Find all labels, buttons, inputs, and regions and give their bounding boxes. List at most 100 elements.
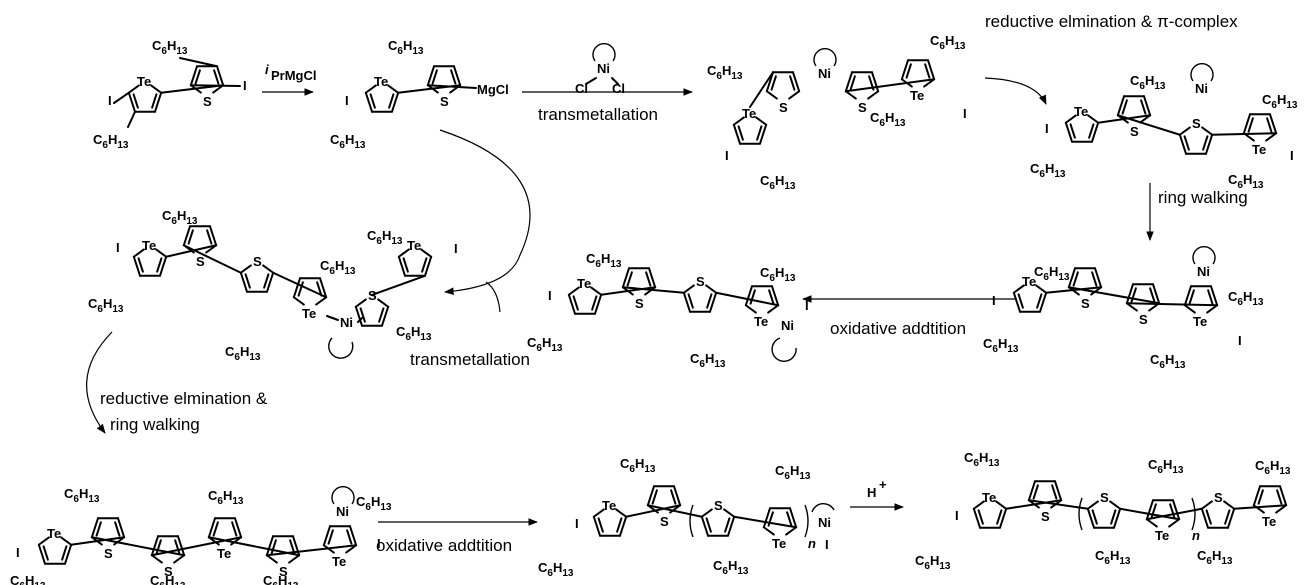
hexyl-label: C6H13 xyxy=(690,351,726,370)
ligand-arc xyxy=(331,485,355,505)
bond xyxy=(905,63,912,79)
bond xyxy=(326,315,339,321)
bond xyxy=(158,255,168,277)
bond xyxy=(37,536,50,546)
oxadd-ni: Ni xyxy=(781,318,794,333)
bond xyxy=(114,521,121,537)
hexyl-label: C6H13 xyxy=(1034,264,1070,283)
s-atom: S xyxy=(253,254,262,269)
bond xyxy=(1119,507,1181,521)
bond xyxy=(1112,507,1122,529)
bond xyxy=(1125,302,1219,307)
iodine-atom: I xyxy=(243,78,247,93)
bond xyxy=(1151,283,1161,305)
bond xyxy=(1109,500,1122,510)
polymer-ni: Ni xyxy=(818,515,831,530)
te-atom: Te xyxy=(772,536,786,551)
te-atom: Te xyxy=(602,498,616,513)
reductive-ring-label-1: reductive elmination & xyxy=(100,389,268,408)
bond xyxy=(625,504,682,518)
bond xyxy=(70,536,126,546)
s-atom: S xyxy=(104,546,113,561)
bond xyxy=(90,517,100,539)
bond xyxy=(187,229,194,245)
bond xyxy=(1200,500,1213,510)
bond xyxy=(165,244,218,258)
bond xyxy=(1125,302,1138,312)
bond xyxy=(870,71,880,93)
te-atom: Te xyxy=(1262,514,1276,529)
bond xyxy=(768,289,775,305)
bond xyxy=(113,91,130,104)
bond xyxy=(127,91,137,113)
s-atom: S xyxy=(196,254,205,269)
bond xyxy=(292,296,305,306)
bond xyxy=(791,71,801,93)
bond xyxy=(1145,518,1158,528)
bond xyxy=(762,526,775,536)
bond xyxy=(1027,480,1037,502)
bond xyxy=(207,517,217,539)
hexyl-label: C6H13 xyxy=(964,450,1000,469)
bond xyxy=(292,277,302,299)
bond xyxy=(733,515,798,529)
hexyl-label: C6H13 xyxy=(150,573,186,585)
catalyst-ni: Ni xyxy=(597,61,610,76)
arrow-labels: i PrMgCl transmetallation reductive elmi… xyxy=(100,12,1248,555)
bond xyxy=(1201,126,1214,136)
bond xyxy=(1183,304,1196,314)
bond xyxy=(1247,117,1254,133)
hexyl-label: C6H13 xyxy=(64,486,100,505)
bond xyxy=(231,521,238,537)
bond xyxy=(239,264,252,274)
repeat-bracket-left xyxy=(689,504,694,538)
bond xyxy=(1027,499,1089,510)
oxidative-addition-label-2: oxidative addtition xyxy=(376,536,512,555)
s-atom: S xyxy=(203,94,212,109)
bond xyxy=(732,123,742,145)
te-atom: Te xyxy=(47,526,61,541)
s-atom: S xyxy=(1130,124,1139,139)
arrow-transmetallation-hook xyxy=(485,281,501,313)
walked-ni: Ni xyxy=(1197,264,1210,279)
bond xyxy=(244,273,251,289)
arrow-transmetallation-curve xyxy=(439,129,531,296)
hexyl-label: C6H13 xyxy=(586,251,622,270)
bond xyxy=(155,248,168,258)
bond xyxy=(354,298,367,308)
bond xyxy=(397,248,410,258)
bond xyxy=(1125,283,1135,305)
te-atom: Te xyxy=(217,546,231,561)
bond xyxy=(265,544,358,557)
repeat-n: n xyxy=(808,536,816,551)
bond xyxy=(420,248,433,258)
bond xyxy=(426,65,436,87)
ligand-arc xyxy=(811,503,835,513)
acid-label: H xyxy=(867,485,876,500)
bond xyxy=(670,489,677,505)
iodine-atom: I xyxy=(454,241,458,256)
bond xyxy=(206,229,213,245)
bond xyxy=(173,554,186,564)
pi-ni: Ni xyxy=(1195,81,1208,96)
bond xyxy=(1116,114,1181,136)
bond xyxy=(1086,507,1096,529)
bond xyxy=(1045,286,1103,294)
hexyl-label: C6H13 xyxy=(538,560,574,579)
bond xyxy=(1205,509,1212,525)
bond xyxy=(585,77,597,85)
te-atom: Te xyxy=(754,314,768,329)
repeat-n: n xyxy=(1192,528,1200,543)
bond xyxy=(900,59,910,81)
bond xyxy=(1200,507,1210,529)
bond xyxy=(977,509,984,525)
iodine-atom: I xyxy=(1045,121,1049,136)
bond xyxy=(597,517,604,533)
iodine-atom: I xyxy=(1290,148,1294,163)
bond xyxy=(371,274,426,296)
bond xyxy=(127,110,137,128)
iodine-atom: I xyxy=(345,93,349,108)
bond xyxy=(207,536,301,557)
